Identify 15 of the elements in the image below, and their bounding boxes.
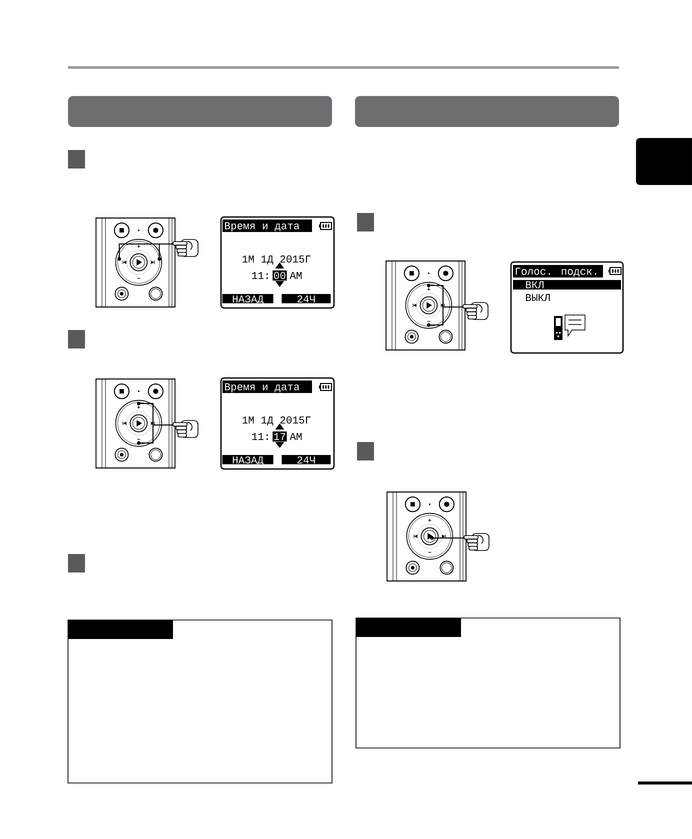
screen-text: AM bbox=[290, 433, 302, 440]
screen-text: ВЫКЛ bbox=[526, 294, 550, 302]
soft-key: НАЗАД bbox=[222, 455, 274, 466]
selected-row: ВКЛ bbox=[513, 280, 621, 290]
screen-title: Время и дата bbox=[222, 380, 312, 393]
soft-key: 24Ч bbox=[282, 455, 331, 464]
screen-text: AM bbox=[290, 272, 302, 279]
screen-title: Время и дата bbox=[222, 220, 312, 232]
screen-text: 1М 1Д 2015Г bbox=[242, 255, 311, 265]
soft-key: 24Ч bbox=[282, 294, 331, 304]
soft-key: НАЗАД bbox=[222, 294, 274, 304]
screen-text: 11: bbox=[252, 272, 268, 279]
screen-title: Голос. подск. bbox=[513, 265, 603, 278]
screen-text: 1М 1Д 2015Г bbox=[242, 416, 311, 426]
screen-text: 11: bbox=[252, 433, 268, 440]
